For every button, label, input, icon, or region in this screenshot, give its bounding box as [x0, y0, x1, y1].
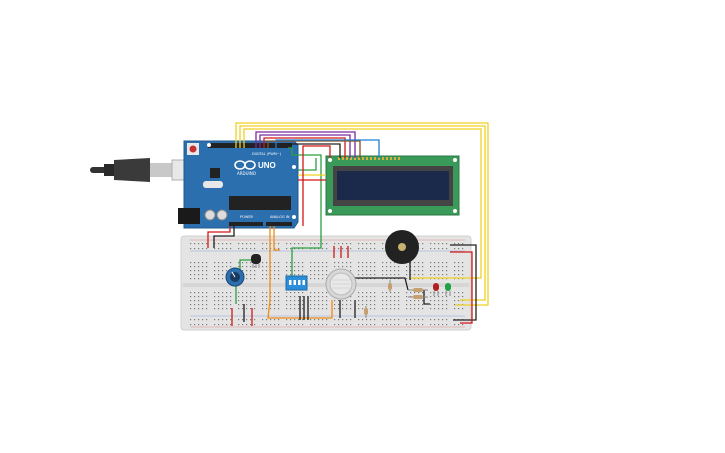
- transistor-icon[interactable]: [251, 254, 261, 268]
- analog-label: ANALOG IN: [270, 215, 290, 219]
- dip-switch-icon[interactable]: [285, 275, 308, 291]
- piezo-buzzer-icon[interactable]: [385, 230, 419, 264]
- lcd-16x2-icon[interactable]: [325, 155, 460, 216]
- power-label: POWER: [240, 215, 254, 219]
- red-led-icon[interactable]: [433, 283, 439, 296]
- board-brand-text: ARDUINO: [237, 171, 256, 176]
- resistor-icon[interactable]: [364, 280, 428, 318]
- arduino-uno-icon[interactable]: UNO ARDUINO DIGITAL (PWM~) POWER ANALOG …: [178, 140, 299, 229]
- potentiometer-icon[interactable]: [225, 267, 245, 287]
- wire-bundle: [207, 122, 489, 326]
- green-led-icon[interactable]: [445, 283, 451, 296]
- gas-sensor-icon[interactable]: [325, 268, 357, 300]
- board-logo-text: UNO: [258, 161, 276, 170]
- digital-label: DIGITAL (PWM~): [252, 152, 282, 156]
